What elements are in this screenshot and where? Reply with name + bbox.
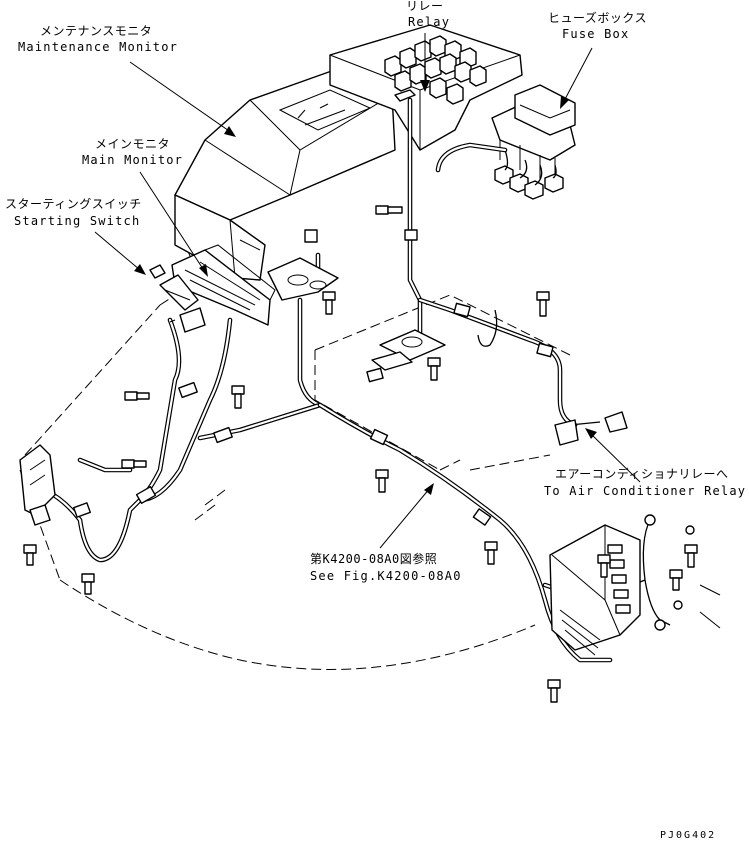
bolt	[536, 291, 550, 317]
labels: メンテナンスモニタ Maintenance Monitor メインモニタ Mai…	[5, 0, 746, 841]
bolt	[547, 679, 561, 703]
bolt	[669, 569, 683, 591]
drawing-code: PJ0G402	[660, 830, 716, 841]
bolt	[322, 291, 336, 315]
main-monitor-label-en: Main Monitor	[82, 153, 183, 167]
bolt	[121, 459, 147, 469]
terminal-block	[549, 514, 666, 656]
bolt	[597, 554, 611, 578]
bolt	[375, 205, 403, 215]
fuse-box-label-en: Fuse Box	[562, 27, 629, 41]
clamps	[73, 229, 628, 526]
bolt	[81, 573, 95, 595]
maintenance-monitor-label-en: Maintenance Monitor	[18, 40, 178, 54]
bolt	[684, 544, 698, 568]
starting-switch	[149, 264, 206, 333]
bolts	[23, 205, 698, 703]
relay-label-jp: リレー	[406, 0, 444, 13]
maintenance-monitor	[174, 67, 396, 281]
starting-switch-label-jp: スターティングスイッチ	[5, 197, 142, 211]
left-bracket	[19, 444, 56, 526]
starting-switch-label-en: Starting Switch	[14, 214, 140, 228]
air-conditioner-relay-label-en: To Air Conditioner Relay	[544, 484, 746, 498]
fuse-box-label-jp: ヒューズボックス	[548, 10, 647, 25]
center-bracket	[267, 257, 446, 371]
bolt	[484, 541, 498, 565]
maintenance-monitor-label-jp: メンテナンスモニタ	[40, 24, 152, 38]
bolt	[231, 385, 245, 409]
main-monitor-label-jp: メインモニタ	[95, 137, 170, 151]
bolt	[23, 544, 37, 566]
bolt	[427, 357, 441, 381]
leaders	[94, 33, 721, 629]
air-conditioner-relay-label-jp: エアーコンディショナリレーへ	[555, 466, 728, 481]
relay-label-en: Relay	[408, 15, 450, 29]
bolt	[124, 391, 150, 401]
fuse-box	[491, 84, 576, 200]
see-figure-label-en: See Fig.K4200-08A0	[310, 569, 462, 583]
relay-units	[384, 35, 487, 105]
see-figure-label-jp: 第K4200-08A0図参照	[310, 551, 437, 566]
bolt	[375, 469, 389, 493]
